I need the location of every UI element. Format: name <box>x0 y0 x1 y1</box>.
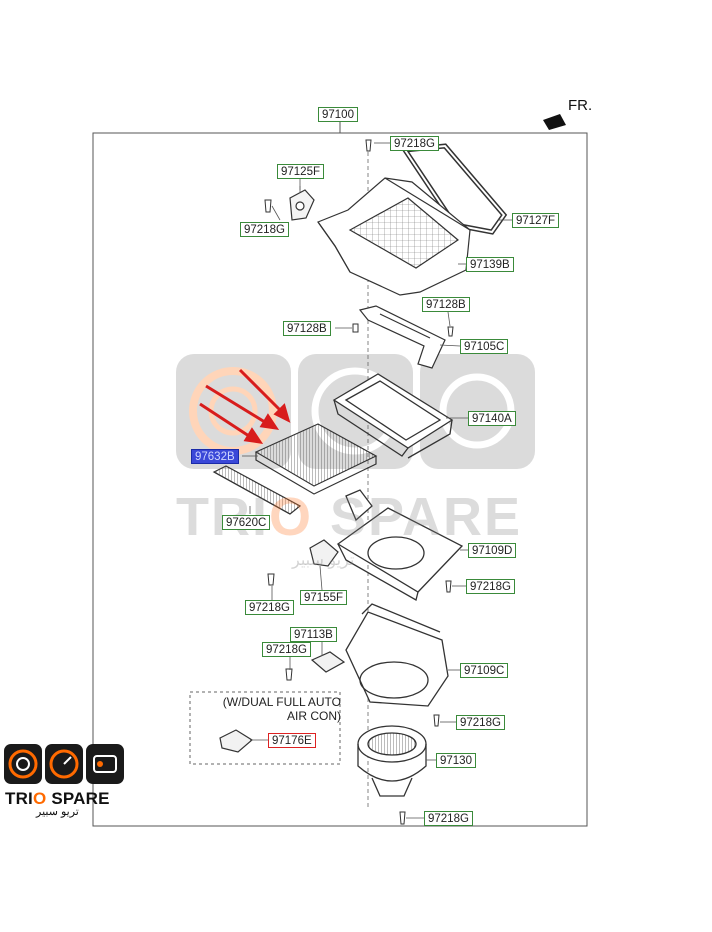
brand-name: TRIO SPARE <box>5 789 110 808</box>
callout-97155f: 97155F <box>300 590 348 605</box>
airflow-arrows <box>199 368 291 444</box>
watermark-arabic: تريو سبير <box>292 552 355 569</box>
cabin-air-filter <box>254 423 378 495</box>
callout-97218g: 97218G <box>262 642 311 657</box>
callout-97127f: 97127F <box>512 213 560 228</box>
callout-97113b: 97113B <box>290 627 337 642</box>
brand-arabic: تريو سبير <box>36 806 79 818</box>
callout-97218g: 97218G <box>424 811 473 826</box>
callout-97105c: 97105C <box>460 339 509 354</box>
option-box <box>189 691 341 765</box>
callout-97218g: 97218G <box>240 222 289 237</box>
callout-97128b: 97128B <box>422 297 470 312</box>
blower-motor <box>357 725 427 797</box>
option-note: (W/DUAL FULL AUTO AIR CON) <box>222 695 341 723</box>
callout-97218g: 97218G <box>390 136 439 151</box>
brand-logo-icon <box>4 744 124 784</box>
duct-bracket <box>358 305 446 369</box>
screw-icons <box>264 139 454 825</box>
actuator-motor <box>289 189 315 221</box>
leader-lines <box>242 142 512 819</box>
callout-97109c: 97109C <box>460 663 509 678</box>
mode-actuator <box>309 539 339 567</box>
filter-cover <box>212 465 302 515</box>
callout-97218g: 97218G <box>466 579 515 594</box>
alt-resistor <box>219 729 254 753</box>
callout-97100: 97100 <box>318 107 358 122</box>
filter-case <box>332 373 454 459</box>
blower-case-lower <box>345 603 449 707</box>
callout-97139b: 97139B <box>466 257 514 272</box>
callout-97140a: 97140A <box>468 411 516 426</box>
callout-97130: 97130 <box>436 753 476 768</box>
blower-resistor <box>310 651 346 673</box>
callout-97632b[interactable]: 97632B <box>191 449 239 464</box>
front-arrow-icon <box>543 114 566 130</box>
callout-97176e: 97176E <box>268 733 316 748</box>
callout-97109d: 97109D <box>468 543 517 558</box>
callout-97128b: 97128B <box>283 321 331 336</box>
front-direction-label: FR. <box>568 97 593 114</box>
callout-97218g: 97218G <box>456 715 505 730</box>
watermark-text: TRIO SPARE <box>176 487 523 547</box>
blower-case-upper <box>336 489 464 601</box>
callout-97125f: 97125F <box>277 164 325 179</box>
callout-97218g: 97218G <box>245 600 294 615</box>
intake-housing <box>317 177 471 296</box>
callout-97620c: 97620C <box>222 515 271 530</box>
